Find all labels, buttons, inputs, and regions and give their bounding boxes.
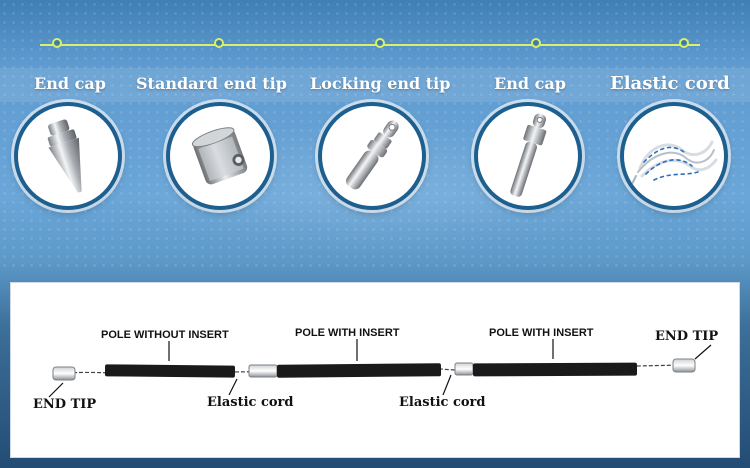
part-label-end-cap-2: End cap	[494, 74, 566, 93]
label-end-tip-left: END TIP	[33, 397, 97, 412]
label-elastic-cord-1: Elastic cord	[207, 395, 294, 410]
label-pole-with-insert-1: POLE WITH INSERT	[295, 327, 400, 339]
timeline-line	[40, 44, 700, 46]
label-end-tip-right: END TIP	[655, 329, 719, 344]
locking-pin-icon	[346, 120, 399, 190]
part-label-end-cap: End cap	[34, 74, 106, 93]
timeline-node	[52, 38, 62, 48]
pole-with-insert-1	[276, 363, 442, 378]
end-tip-left	[52, 366, 76, 381]
pole-diagram-drawing	[48, 339, 712, 398]
cone-end-cap-icon	[47, 119, 82, 193]
label-pole-without-insert: POLE WITHOUT INSERT	[101, 329, 229, 341]
ferrule-end-tip-icon	[191, 127, 248, 185]
timeline-node	[375, 38, 385, 48]
pole-without-insert	[104, 364, 236, 378]
leader-lines	[48, 339, 712, 398]
part-image-end-cap	[14, 102, 122, 210]
timeline-node	[214, 38, 224, 48]
part-image-locking-end-tip	[318, 102, 426, 210]
part-label-standard-end-tip: Standard end tip	[136, 74, 287, 93]
label-elastic-cord-2: Elastic cord	[399, 395, 486, 410]
pole-assembly-diagram: POLE WITHOUT INSERT POLE WITH INSERT POL…	[10, 282, 740, 458]
pole-with-insert-2	[472, 362, 638, 377]
ferrule-1	[248, 364, 278, 378]
rod-end-cap-icon	[510, 113, 547, 197]
label-pole-with-insert-2: POLE WITH INSERT	[489, 327, 594, 339]
ferrule-2	[454, 362, 474, 376]
part-label-elastic-cord: Elastic cord	[610, 73, 730, 94]
end-tip-right	[672, 358, 696, 373]
part-image-standard-end-tip	[166, 102, 274, 210]
coiled-cord-icon	[631, 140, 718, 185]
background-label-band	[0, 68, 750, 102]
part-label-locking-end-tip: Locking end tip	[310, 74, 451, 93]
part-image-end-cap-rod	[474, 102, 582, 210]
part-image-elastic-cord	[620, 102, 728, 210]
timeline-node	[531, 38, 541, 48]
timeline-node	[679, 38, 689, 48]
